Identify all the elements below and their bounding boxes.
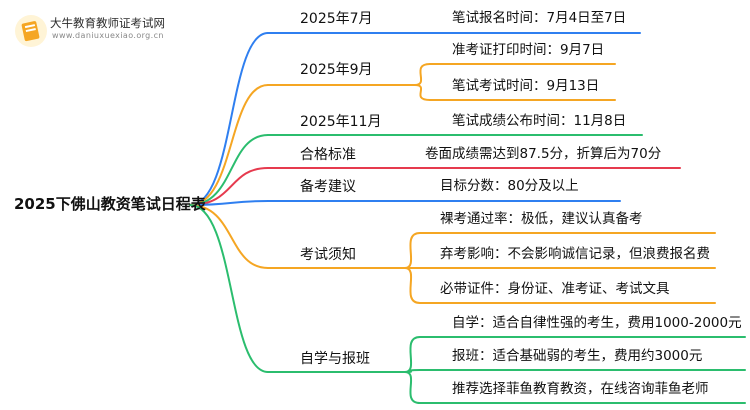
leaf-registration-time: 笔试报名时间：7月4日至7日 — [452, 10, 627, 26]
connector-notes-leaf-2 — [404, 267, 421, 304]
leaf-self-study-cost: 自学：适合自律性强的考生，费用1000-2000元 — [452, 315, 742, 331]
branch-prep-advice: 备考建议 — [300, 179, 356, 195]
leaf-score-release: 笔试成绩公布时间：11月8日 — [452, 113, 627, 129]
connector-study-leaf-2 — [404, 371, 421, 404]
logo-url: www.daniuxuexiao.org.cn — [52, 31, 164, 40]
connector-root-notes — [189, 204, 269, 269]
branch-july: 2025年7月 — [300, 11, 373, 27]
connector-september-leaf-0 — [414, 63, 431, 86]
connector-root-pass — [189, 167, 269, 206]
leaf-required-docs: 必带证件：身份证、准考证、考试文具 — [440, 281, 670, 297]
book-icon — [15, 15, 47, 47]
connector-september-leaf-1 — [414, 84, 431, 101]
connector-notes-leaf-0 — [404, 232, 421, 269]
leaf-exam-date: 笔试考试时间：9月13日 — [452, 78, 600, 94]
leaf-course-cost: 报班：适合基础弱的考生，费用约3000元 — [452, 348, 703, 364]
leaf-absence-impact: 弃考影响：不会影响诚信记录，但浪费报名费 — [440, 246, 710, 262]
branch-november: 2025年11月 — [300, 114, 382, 130]
connector-root-july — [189, 32, 269, 206]
connector-root-november — [189, 134, 269, 206]
connector-root-september — [189, 84, 269, 206]
connector-root-study — [189, 204, 269, 373]
logo-title: 大牛教育教师证考试网 — [50, 16, 165, 30]
leaf-pass-rate: 裸考通过率：极低，建议认真备考 — [440, 211, 643, 227]
branch-pass-standard: 合格标准 — [300, 147, 356, 163]
connector-study-leaf-0 — [404, 336, 421, 373]
leaf-admission-print: 准考证打印时间：9月7日 — [452, 42, 605, 58]
branch-exam-notes: 考试须知 — [300, 247, 356, 263]
branch-self-study: 自学与报班 — [300, 351, 370, 367]
leaf-recommendation: 推荐选择菲鱼教育教资，在线咨询菲鱼老师 — [452, 381, 709, 397]
leaf-pass-score: 卷面成绩需达到87.5分，折算后为70分 — [425, 146, 662, 162]
connector-root-prep — [189, 200, 269, 206]
branch-september: 2025年9月 — [300, 62, 373, 78]
leaf-target-score: 目标分数：80分及以上 — [440, 178, 579, 194]
root-title: 2025下佛山教资笔试日程表 — [14, 195, 206, 213]
